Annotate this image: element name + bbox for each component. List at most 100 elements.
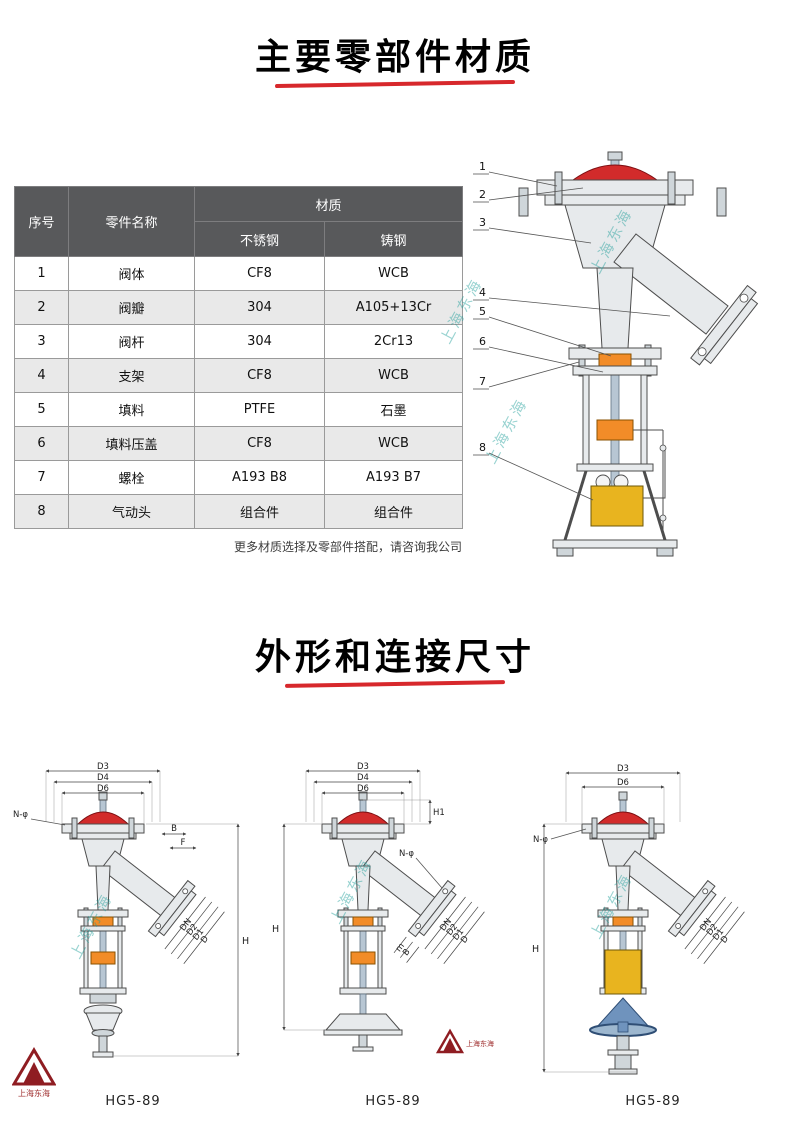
dim-label-d4: D4 [97,773,109,783]
dim-label-d: D [719,934,731,946]
cell-seq: 5 [14,392,69,427]
cell-stainless: CF8 [194,426,325,461]
dim-label-d: D [459,934,471,946]
cell-seq: 6 [14,426,69,461]
drawing1-dimensions: D3 D4 D6 N-φ B F H DN D2 D1 D [13,762,249,1057]
table-footnote: 更多材质选择及零部件搭配，请咨询我公司 [233,540,462,554]
packing-gland-part [598,353,632,367]
callout-1: 1 [479,160,486,173]
dim-label-b: B [401,947,413,958]
table-row: 2 阀瓣 304 A105+13Cr [14,290,464,325]
callout-7: 7 [479,375,486,388]
cell-cast: 组合件 [323,494,464,529]
dim-label-h1: H1 [433,808,445,818]
dim-label-h: H [272,924,279,935]
cell-part: 气动头 [68,494,195,529]
col-header-seq: 序号 [14,186,69,257]
positioner-box [590,485,644,527]
cell-seq: 2 [14,290,69,325]
callout-2: 2 [479,188,486,201]
dim-label-nphi: N-φ [533,835,548,845]
cell-part: 阀杆 [68,324,195,359]
valve-art [518,151,759,557]
cell-stainless: CF8 [194,256,325,291]
inlet-flange [690,284,759,366]
drawing-caption-3: HG5-89 [625,1094,681,1109]
dimension-drawing-1: D3 D4 D6 N-φ B F H DN D2 D1 D [13,762,249,1058]
dim-label-d6: D6 [617,778,629,788]
col-header-stainless: 不锈钢 [194,221,325,257]
dim-label-d: D [199,934,211,946]
table-row: 7 螺栓 A193 B8 A193 B7 [14,460,464,495]
dim-label-d3: D3 [617,764,629,774]
cell-cast: A193 B7 [323,460,464,495]
cell-seq: 7 [14,460,69,495]
col-header-material: 材质 [193,186,464,222]
drawing3-bottom [589,949,657,1075]
callout-6: 6 [479,335,486,348]
cell-part: 阀体 [68,256,195,291]
logo-text: 上海东海 [18,1088,50,1098]
cell-cast: 石墨 [323,392,464,427]
dim-label-nphi: N-φ [13,810,28,820]
dim-label-nphi: N-φ [399,849,414,859]
table-row: 8 气动头 组合件 组合件 [14,494,464,529]
table-row: 5 填料 PTFE 石墨 [14,392,464,427]
dim-label-h: H [532,944,539,955]
company-logo: 上海东海 [12,1047,56,1098]
cell-stainless: PTFE [194,392,325,427]
table-row: 4 支架 CF8 WCB [14,358,464,393]
stem-clamp-part [596,419,634,441]
cell-seq: 1 [14,256,69,291]
dim-label-b: B [171,824,177,834]
callout-5: 5 [479,305,486,318]
table-subheader-row: 不锈钢 铸钢 [15,221,464,257]
cell-stainless: 304 [194,290,325,325]
dimension-drawing-3: D3 D6 N-φ H DN D2 D1 D [532,764,745,1075]
company-logo-small: 上海东海 [436,1028,494,1054]
cell-stainless: 304 [194,324,325,359]
cell-cast: A105+13Cr [323,290,464,325]
drawing2-bottom [323,993,403,1052]
cell-seq: 8 [14,494,69,529]
materials-table: 序号 零件名称 材质 不锈钢 铸钢 1 阀体 CF8 WCB 2 阀瓣 304 … [14,186,464,529]
drawing-caption-1: HG5-89 [105,1094,161,1109]
drawing3-dimensions: D3 D6 N-φ H DN D2 D1 D [532,764,745,1073]
callout-3: 3 [479,216,486,229]
title-underline-red [274,79,516,89]
cell-part: 阀瓣 [68,290,195,325]
dim-label-d3: D3 [357,762,369,772]
cell-cast: WCB [323,256,464,291]
cell-seq: 3 [14,324,69,359]
dim-label-f: F [181,838,186,848]
title-underline-red-2 [284,680,506,688]
callout-4: 4 [479,286,486,299]
dim-label-h: H [242,936,249,947]
drawing1-bottom [83,993,123,1058]
table-row: 1 阀体 CF8 WCB [14,256,464,291]
cell-seq: 4 [14,358,69,393]
drawing2-dimensions: D3 D4 D6 H1 N-φ H DN D2 D1 D m B [272,762,485,1031]
table-row: 6 填料压盖 CF8 WCB [14,426,464,461]
logo-text: 上海东海 [466,1039,494,1048]
cell-part: 填料 [68,392,195,427]
materials-section-title: 主要零部件材质 [254,37,535,78]
dim-label-d6: D6 [357,784,369,794]
cell-part: 支架 [68,358,195,393]
col-header-part: 零件名称 [68,186,195,257]
cell-cast: WCB [323,358,464,393]
callout-8: 8 [479,441,486,454]
drawing-caption-2: HG5-89 [365,1094,421,1109]
cell-stainless: 组合件 [194,494,325,529]
col-header-cast: 铸钢 [323,221,464,257]
cell-cast: 2Cr13 [323,324,464,359]
cell-part: 填料压盖 [68,426,195,461]
dim-label-d3: D3 [97,762,109,772]
callouts: 1 2 3 4 5 6 7 8 [473,160,671,501]
table-header-row: 序号 零件名称 材质 [14,186,464,257]
cell-cast: WCB [323,426,464,461]
cell-stainless: A193 B8 [194,460,325,495]
table-row: 3 阀杆 304 2Cr13 [14,324,464,359]
cell-stainless: CF8 [194,358,325,393]
